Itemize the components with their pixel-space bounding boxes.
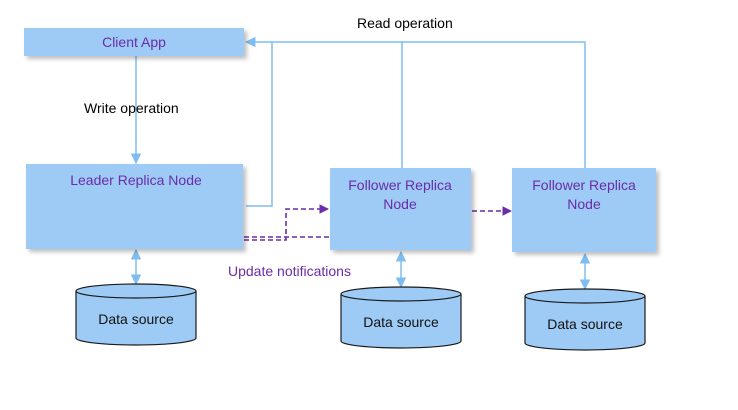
update-notifications-label: Update notifications: [228, 263, 351, 279]
read-line-leader: [246, 42, 273, 207]
write-operation-label: Write operation: [84, 100, 179, 116]
read-line-follower2: [244, 36, 586, 168]
storage-connectors: [130, 248, 591, 291]
follower2-label-line1: Follower Replica: [532, 177, 636, 193]
follower-replica-node-1: Follower Replica Node: [330, 168, 471, 250]
read-operation-connectors: [244, 36, 586, 207]
follower2-datasource: Data source: [524, 288, 646, 351]
notify-leader-to-follower1: [244, 204, 329, 241]
follower1-label-line1: Follower Replica: [348, 177, 452, 193]
leader-node-label: Leader Replica Node: [70, 172, 202, 188]
follower1-datasource: Data source: [340, 286, 462, 349]
client-app-label: Client App: [102, 34, 166, 50]
read-operation-label: Read operation: [357, 15, 453, 31]
client-app-node: Client App: [24, 28, 244, 56]
follower-replica-node-2: Follower Replica Node: [512, 168, 656, 252]
follower1-datasource-label: Data source: [363, 314, 439, 330]
follower1-label-line2: Node: [383, 196, 417, 212]
follower2-label-line2: Node: [567, 196, 601, 212]
leader-datasource: Data source: [75, 283, 197, 346]
leader-replica-node: Leader Replica Node: [26, 164, 243, 249]
update-notification-connectors: [244, 204, 512, 241]
leader-datasource-label: Data source: [98, 311, 174, 327]
follower2-datasource-label: Data source: [547, 316, 623, 332]
